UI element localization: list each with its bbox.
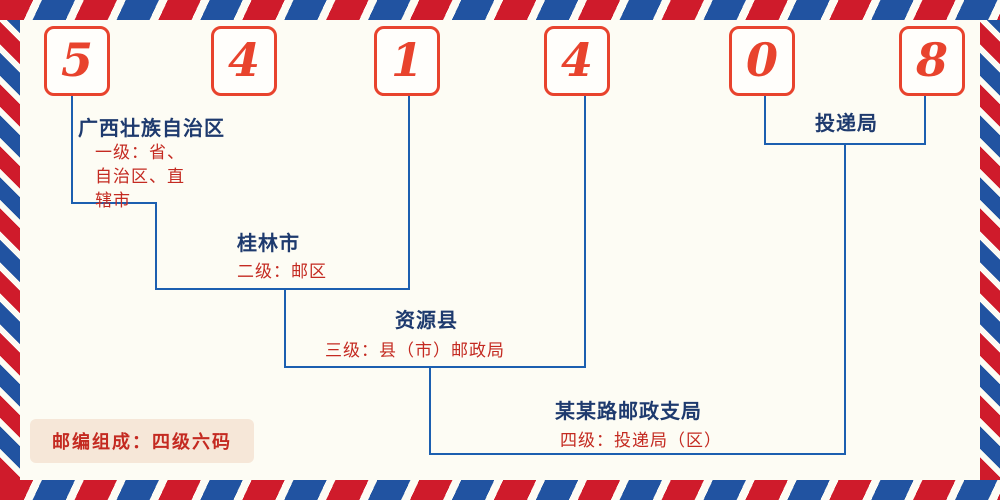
level1-description: 一级：省、自治区、直辖市	[95, 143, 185, 210]
connector-digit5-leg	[764, 96, 766, 145]
connector-step-level3-4	[429, 366, 431, 455]
connector-level1-underline	[71, 202, 157, 204]
airmail-border-top	[0, 0, 1000, 20]
level1-region-name: 广西壮族自治区	[78, 118, 225, 140]
connector-step-level1-2	[155, 202, 157, 290]
connector-step-delivery-4	[844, 143, 846, 455]
connector-delivery-underline	[764, 143, 926, 145]
postal-digit-4: 4	[544, 26, 610, 96]
composition-note-badge: 邮编组成：四级六码	[30, 419, 254, 463]
postal-digit-5: 0	[729, 26, 795, 96]
level2-city-name: 桂林市	[237, 233, 300, 255]
level2-description: 二级：邮区	[237, 262, 327, 281]
airmail-border-bottom	[0, 480, 1000, 500]
connector-level2-underline	[155, 288, 410, 290]
connector-level3-underline	[284, 366, 586, 368]
connector-digit3-leg	[408, 96, 410, 290]
connector-step-level2-3	[284, 288, 286, 368]
connector-digit4-leg	[584, 96, 586, 368]
connector-digit1-leg	[71, 96, 73, 204]
delivery-office-label: 投递局	[815, 113, 878, 135]
connector-level4-underline	[429, 453, 846, 455]
level3-description: 三级：县（市）邮政局	[325, 341, 505, 360]
postal-digit-6: 8	[899, 26, 965, 96]
postal-digit-2: 4	[211, 26, 277, 96]
postal-digit-1: 5	[44, 26, 110, 96]
level4-description: 四级：投递局（区）	[560, 431, 722, 450]
level3-county-name: 资源县	[395, 310, 458, 332]
airmail-border-right	[980, 20, 1000, 480]
airmail-border-left	[0, 20, 20, 480]
postal-digit-3: 1	[374, 26, 440, 96]
level4-branch-name: 某某路邮政支局	[555, 401, 702, 423]
connector-digit6-leg	[924, 96, 926, 145]
